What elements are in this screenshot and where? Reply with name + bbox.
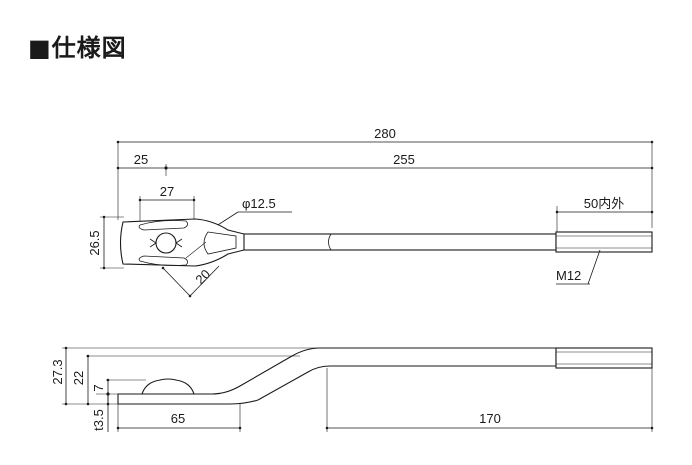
dim-50-label: 50内外	[584, 196, 624, 211]
m12-label: M12	[556, 268, 581, 283]
dim-280-label: 280	[374, 126, 396, 141]
dim-22-label: 22	[71, 371, 86, 385]
dim-65-label: 65	[171, 411, 185, 426]
dim-27-label: 27	[160, 184, 174, 199]
dim-255-label: 255	[393, 152, 415, 167]
side-view-part	[117, 347, 653, 405]
dim-t3-5-label: t3.5	[91, 409, 106, 431]
dim-27-3-label: 27.3	[50, 359, 65, 384]
dim-phi-label: φ12.5	[242, 196, 276, 211]
dim-26-5-label: 26.5	[87, 230, 102, 255]
dimension-280: 280	[116, 126, 654, 228]
dimension-26-5: 26.5	[87, 215, 124, 270]
dimension-50: 50内外	[555, 196, 654, 232]
thread-section	[555, 231, 653, 253]
page-title: ■仕様図	[28, 34, 127, 62]
dim-20-label: 20	[192, 266, 213, 287]
dimension-25-255: 25 255	[116, 152, 654, 176]
side-horizontal-dimensions: 65 170	[116, 368, 654, 432]
dim-170-label: 170	[479, 411, 501, 426]
bolt-hole	[155, 232, 177, 254]
dim-7-label: 7	[91, 384, 106, 391]
dim-25-label: 25	[134, 152, 148, 167]
side-vertical-dimensions: 27.3 22 7 t3.5	[50, 346, 318, 432]
top-view-part	[119, 218, 653, 267]
dimension-27: 27	[138, 184, 196, 222]
thread-callout: M12	[556, 249, 601, 285]
